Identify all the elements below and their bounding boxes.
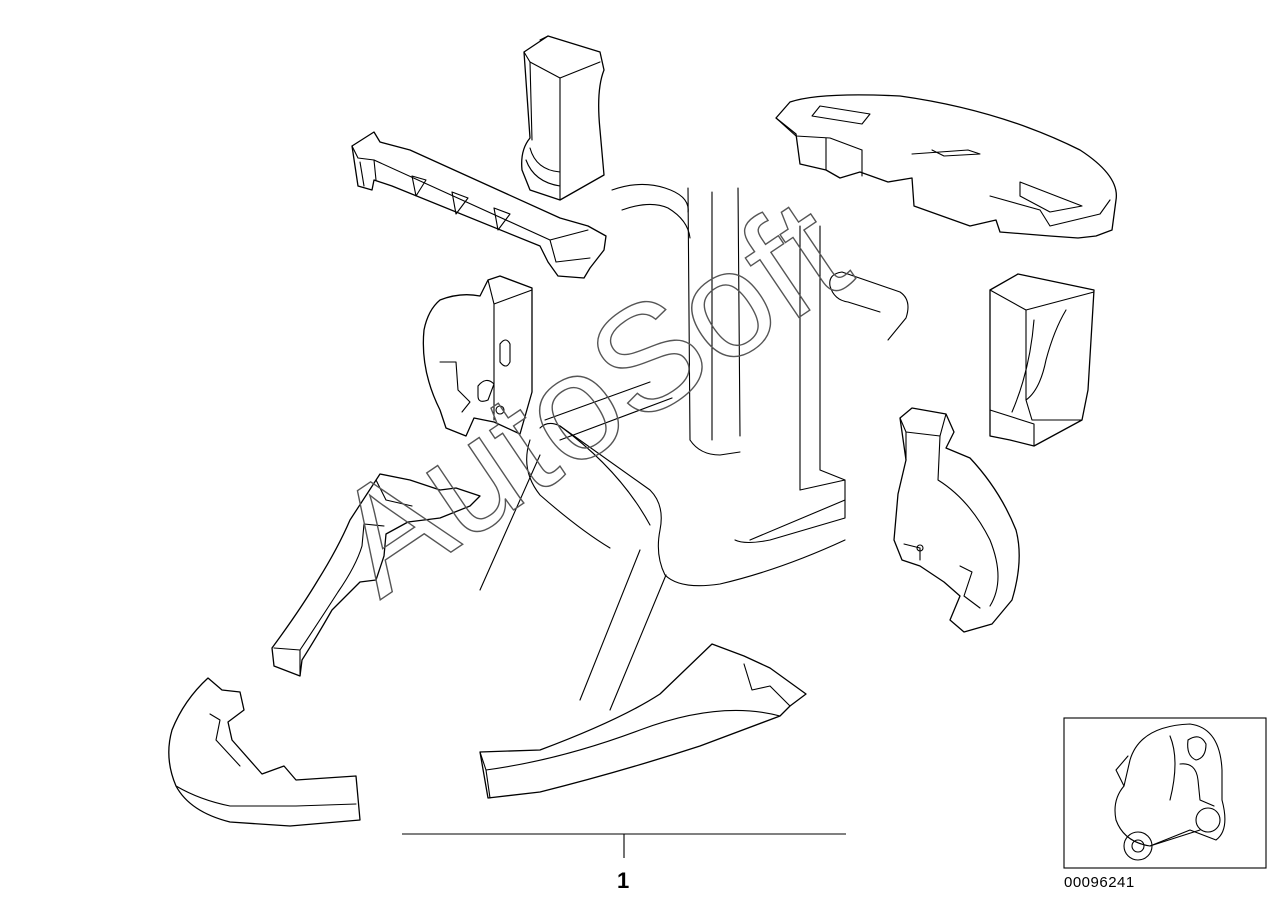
part-bottom-left-curve — [168, 677, 361, 827]
part-bottom-ramp — [479, 643, 807, 799]
reference-number: 00096241 — [1064, 874, 1135, 891]
part-right-scoop-box — [989, 273, 1095, 447]
frame-structure — [479, 183, 909, 711]
part-left-plate — [422, 275, 533, 437]
vehicle-thumbnail — [1063, 717, 1267, 869]
callout-group: 1 — [402, 833, 846, 893]
part-ribbed-bar — [351, 131, 607, 279]
part-left-curved-duct — [271, 473, 481, 677]
part-right-curved-duct — [893, 407, 1020, 633]
part-upright-block — [521, 35, 605, 201]
callout-number: 1 — [617, 868, 629, 893]
part-top-right-shelf — [775, 94, 1117, 239]
